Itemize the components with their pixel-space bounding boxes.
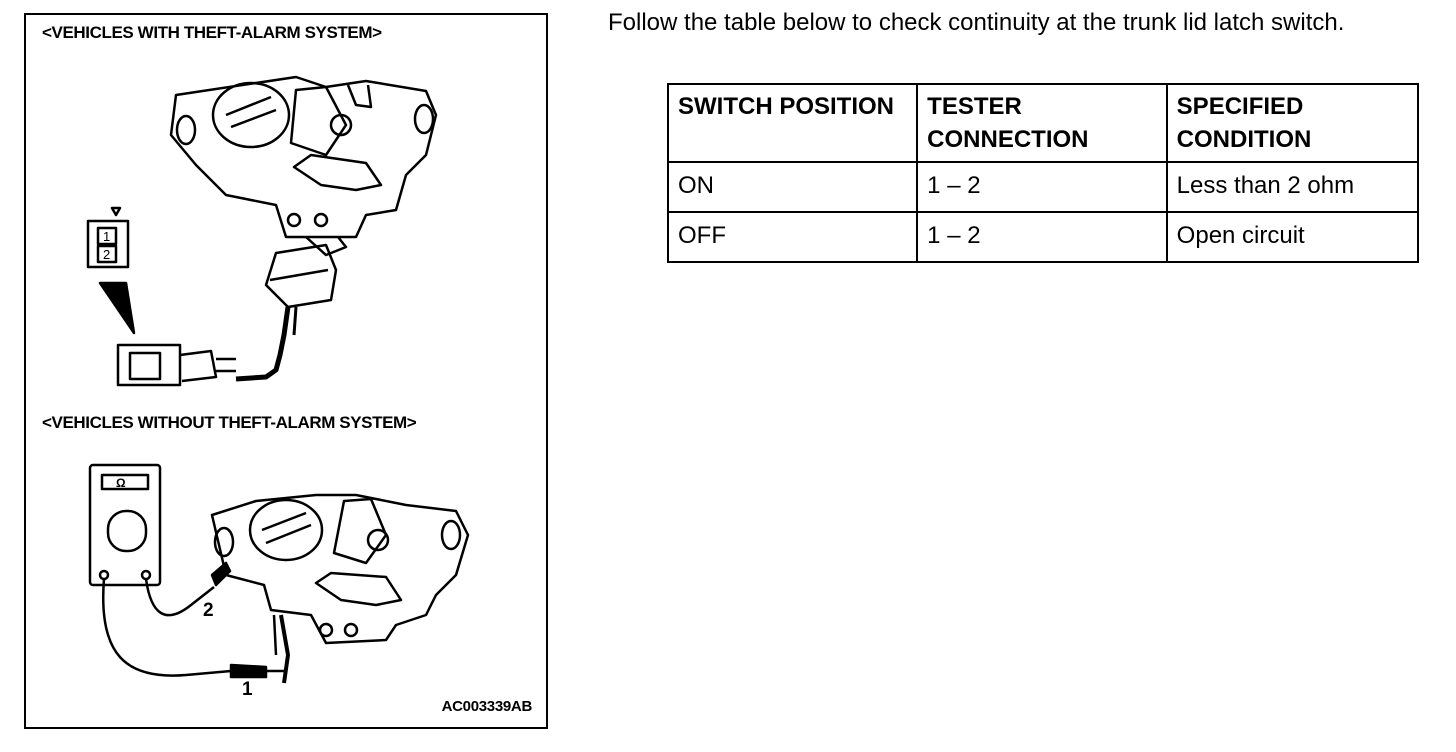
header-switch-position: SWITCH POSITION: [666, 83, 919, 163]
header-tester-connection: TESTER CONNECTION: [916, 83, 1168, 163]
continuity-table: SWITCH POSITION TESTER CONNECTION SPECIF…: [666, 83, 1420, 263]
figure-id: AC003339AB: [441, 698, 533, 715]
callout-terminal-2: 2: [203, 600, 214, 621]
ohmmeter-icon: [88, 463, 162, 587]
callout-terminal-1: 1: [242, 679, 253, 700]
pin-1-label: 1: [103, 229, 110, 244]
connector-pinout-box: [86, 219, 130, 269]
cell-connection: 1 – 2: [916, 211, 1168, 263]
caption-with-theft-alarm: <VEHICLES WITH THEFT-ALARM SYSTEM>: [42, 23, 382, 42]
latch-diagram: 1 2 Ω: [86, 75, 470, 684]
table-row: ON 1 – 2 Less than 2 ohm: [666, 161, 1420, 213]
cell-condition: Less than 2 ohm: [1165, 161, 1420, 213]
table-row: OFF 1 – 2 Open circuit: [666, 211, 1420, 263]
caption-without-theft-alarm: <VEHICLES WITHOUT THEFT-ALARM SYSTEM>: [42, 413, 417, 432]
latch-bottom-icon: [210, 493, 470, 684]
header-specified-condition: SPECIFIED CONDITION: [1165, 83, 1420, 163]
cell-condition: Open circuit: [1165, 211, 1420, 263]
cell-connection: 1 – 2: [916, 161, 1168, 213]
pin-2-label: 2: [103, 247, 110, 262]
ohm-symbol: Ω: [116, 476, 126, 490]
cell-position: ON: [666, 161, 919, 213]
cell-position: OFF: [666, 211, 919, 263]
intro-paragraph: Follow the table below to check continui…: [608, 9, 1345, 36]
table-header-row: SWITCH POSITION TESTER CONNECTION SPECIF…: [666, 83, 1420, 163]
latch-top-icon: [116, 75, 438, 387]
latch-switch-illustration: 1 2 Ω <VEHICLES WITH THEFT-ALARM SYSTEM>…: [24, 13, 548, 729]
